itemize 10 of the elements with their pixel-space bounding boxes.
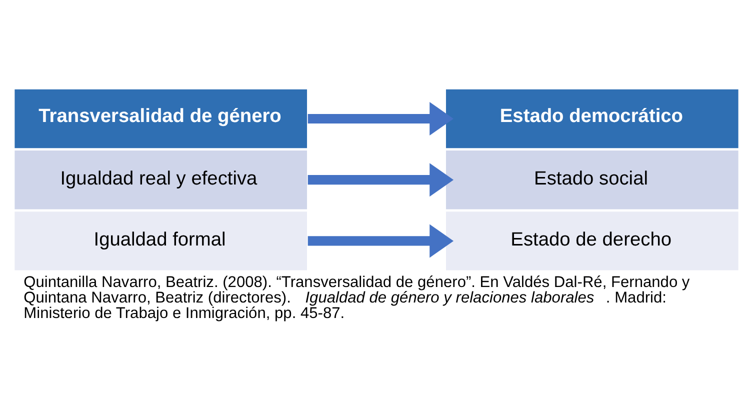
node-box: Transversalidad de género [13,88,308,150]
caption: Quintanilla Navarro, Beatriz. (2008). “Transversalidad de género”. En Valdés Dal-Ré, Fernando y Quintana Navarro, Beatriz (directores). Igualdad de género y relaciones laborales. Madrid: Ministerio de Trabajo e Inmigración, pp. 45-87. [24,274,690,322]
node-box: Igualdad real y efectiva [13,149,308,210]
node-box: Estado democrático [444,88,740,150]
node-box: Estado social [444,149,740,210]
arrow [308,224,454,258]
node-box: Estado de derecho [444,210,740,272]
arrow [308,102,454,136]
node-box: Igualdad formal [13,210,308,272]
arrow [308,163,454,197]
